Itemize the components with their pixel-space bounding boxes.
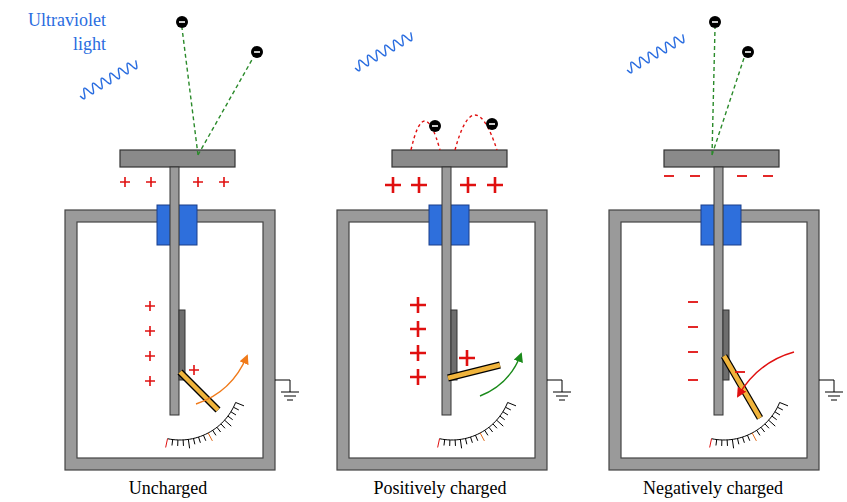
illustration-part (410, 297, 426, 313)
illustration-part (487, 177, 503, 193)
illustration-part (459, 350, 475, 366)
illustration-part (78, 59, 140, 100)
charge-signs (385, 177, 503, 385)
illustration-part (737, 176, 747, 177)
positive-electroscope (337, 150, 571, 470)
leaf-outline (180, 372, 218, 410)
light-label: Ultraviolet light (4, 8, 106, 56)
illustration-part (176, 16, 188, 28)
leaf (724, 356, 760, 418)
panel-caption: Negatively charged (613, 476, 813, 500)
illustration-part (690, 176, 700, 177)
leaf-outline (724, 356, 760, 418)
illustration-part (385, 177, 401, 193)
illustration-part (688, 302, 698, 303)
panel-caption: Positively charged (340, 476, 540, 500)
illustration-part (742, 46, 754, 58)
illustration-part (120, 177, 130, 187)
illustration-part (735, 372, 745, 373)
illustration-part (411, 115, 497, 150)
illustration-part (486, 118, 498, 130)
illustration-part (145, 351, 155, 361)
motion-arrow (480, 354, 521, 396)
leaf (180, 372, 218, 410)
illustration-part (664, 176, 674, 177)
illustration-part (145, 301, 155, 311)
illustration-part (219, 177, 229, 187)
illustration-part (189, 365, 199, 375)
illustration-part (688, 352, 698, 353)
emitted-electrons (176, 16, 754, 155)
electroscope-frame (337, 150, 571, 470)
illustration-part (712, 28, 744, 155)
motion-arrow (196, 356, 247, 404)
illustration-part (460, 177, 476, 193)
illustration-part (688, 327, 698, 328)
illustration-part (145, 326, 155, 336)
illustration-part (429, 120, 441, 132)
electroscope-frame (65, 150, 299, 470)
illustration-part (353, 31, 415, 72)
charge-signs (120, 177, 229, 386)
leaf (448, 365, 500, 378)
uncharged-electroscope (65, 150, 299, 470)
ultraviolet-waves (78, 31, 687, 100)
illustration-part (146, 177, 156, 187)
charge-signs (664, 176, 773, 380)
illustration-part (625, 33, 687, 74)
illustration-part (410, 321, 426, 337)
illustration-part (709, 16, 721, 28)
illustration-part (763, 176, 773, 177)
negative-electroscope (609, 150, 843, 470)
illustration-part (688, 380, 698, 381)
illustration-part (145, 376, 155, 386)
leaf-outline (448, 365, 500, 378)
illustration-part (411, 177, 427, 193)
electroscope-frame (609, 150, 843, 470)
panel-caption: Uncharged (68, 476, 268, 500)
motion-arrow (738, 352, 794, 396)
illustration-part (193, 177, 203, 187)
illustration-part (410, 369, 426, 385)
illustration-part (251, 46, 263, 58)
illustration-part (410, 345, 426, 361)
illustration-part (182, 28, 253, 155)
